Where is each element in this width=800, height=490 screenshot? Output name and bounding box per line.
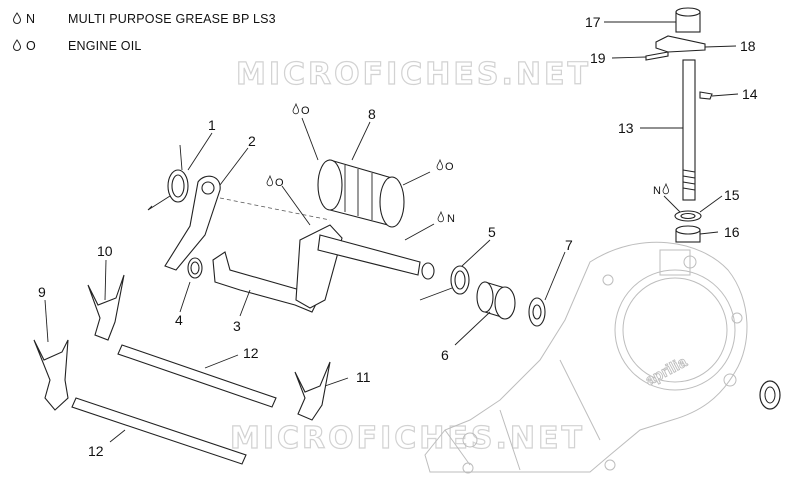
part-13-shaft xyxy=(682,59,696,201)
part-1-spring xyxy=(147,144,189,211)
callout-8: 8 xyxy=(368,106,376,122)
oil-mark-shaft: O xyxy=(266,174,284,189)
part-6-bushing xyxy=(476,281,516,320)
callout-17: 17 xyxy=(585,14,601,30)
part-11-shift-fork xyxy=(294,361,331,421)
callout-12a: 12 xyxy=(243,345,259,361)
part-3-selector-arm xyxy=(212,224,435,313)
part-17-needle-bearing xyxy=(675,7,701,33)
callout-4: 4 xyxy=(175,312,183,328)
callout-9: 9 xyxy=(38,284,46,300)
callout-5: 5 xyxy=(488,224,496,240)
callout-11: 11 xyxy=(356,369,371,385)
part-18-lever xyxy=(655,35,706,53)
callout-7: 7 xyxy=(565,237,573,253)
callout-1: 1 xyxy=(208,117,216,133)
legend-grease: N MULTI PURPOSE GREASE BP LS3 xyxy=(12,12,276,27)
callout-12b: 12 xyxy=(88,443,104,459)
callout-3: 3 xyxy=(233,318,241,334)
oil-drop-icon xyxy=(12,39,52,54)
watermark-bottom: MICROFICHES.NET xyxy=(230,421,585,456)
oil-drop-icon xyxy=(12,12,52,27)
legend-code: O xyxy=(26,39,36,53)
callout-18: 18 xyxy=(740,38,756,54)
part-16-bearing xyxy=(675,225,701,243)
svg-text:O: O xyxy=(275,177,284,189)
callout-14: 14 xyxy=(742,86,758,102)
callout-6: 6 xyxy=(441,347,449,363)
svg-text:O: O xyxy=(445,161,454,173)
part-10-shift-fork xyxy=(87,274,125,341)
part-4-small-spring xyxy=(187,257,203,279)
svg-text:O: O xyxy=(301,105,310,117)
part-8-selector-drum xyxy=(317,159,405,228)
grease-mark-shaft: N xyxy=(437,210,455,225)
cover-brand-logo: aprilia xyxy=(643,353,691,389)
legend-text: MULTI PURPOSE GREASE BP LS3 xyxy=(68,12,276,26)
watermark-top: MICROFICHES.NET xyxy=(236,57,591,92)
part-19-bolt xyxy=(645,51,669,61)
oil-mark-drum: O xyxy=(436,158,454,173)
svg-text:N: N xyxy=(653,185,661,197)
callout-10: 10 xyxy=(97,243,113,259)
oil-mark-part-8: O xyxy=(292,102,310,117)
callout-2: 2 xyxy=(248,133,256,149)
grease-mark-part-15: N xyxy=(653,182,670,197)
callout-15: 15 xyxy=(724,187,740,203)
legend-oil: O ENGINE OIL xyxy=(12,39,141,54)
callout-19: 19 xyxy=(590,50,606,66)
part-9-shift-fork xyxy=(33,339,69,411)
part-5-spring xyxy=(419,265,470,301)
svg-text:N: N xyxy=(447,213,455,225)
part-2-lever xyxy=(164,175,221,271)
callout-13: 13 xyxy=(618,120,634,136)
part-15-seal xyxy=(674,210,702,222)
part-12-fork-rods xyxy=(71,344,277,465)
legend-text: ENGINE OIL xyxy=(68,39,142,53)
leader-lines xyxy=(44,21,739,443)
part-14-clip xyxy=(699,91,713,100)
callout-16: 16 xyxy=(724,224,740,240)
part-7-washer xyxy=(528,297,546,327)
legend-code: N xyxy=(26,12,36,26)
